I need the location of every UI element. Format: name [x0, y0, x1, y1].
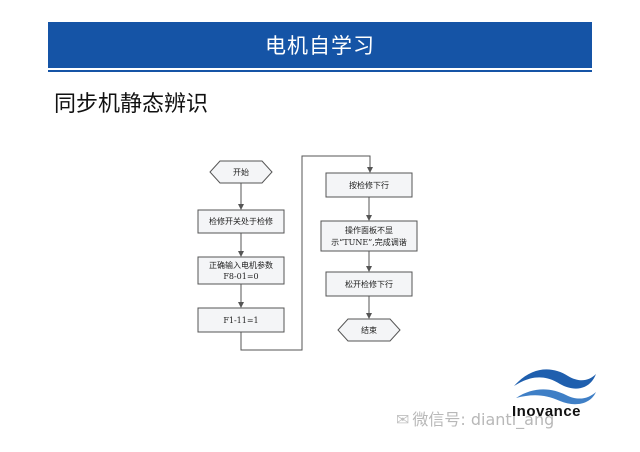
step1-label: 检修开关处于检修 [209, 216, 273, 226]
step4-box [325, 172, 413, 198]
step2-label-line2: F8-01=0 [223, 272, 258, 281]
title-bar: 电机自学习 [48, 22, 592, 68]
end-node [337, 318, 401, 342]
connector-step3-step4 [240, 155, 373, 351]
start-label: 开始 [233, 167, 249, 177]
step6-box [325, 271, 413, 297]
step3-box [197, 307, 285, 333]
start-node [209, 160, 273, 184]
step2-box [197, 256, 285, 285]
title-rule [48, 70, 592, 72]
end-label: 结束 [361, 325, 377, 335]
step4-label: 按检修下行 [349, 180, 389, 190]
wechat-watermark: ✉微信号: dianti_ang [396, 406, 554, 430]
page-title: 电机自学习 [265, 34, 375, 58]
step5-label-line1: 操作面板不显 [345, 225, 393, 235]
step2-label-line1: 正确输入电机参数 [209, 260, 273, 270]
step5-label-line2: 示“TUNE”,完成调谐 [331, 237, 407, 247]
inovance-logo-icon [514, 369, 596, 405]
wechat-icon: ✉ [396, 410, 410, 429]
slide-subtitle: 同步机静态辨识 [54, 92, 209, 117]
watermark-text: 微信号: dianti_ang [412, 410, 555, 429]
step5-box [320, 220, 418, 252]
step3-label: F1-11=1 [223, 316, 258, 325]
logo-text: Inovance [512, 403, 582, 420]
step6-label: 松开检修下行 [345, 279, 393, 289]
